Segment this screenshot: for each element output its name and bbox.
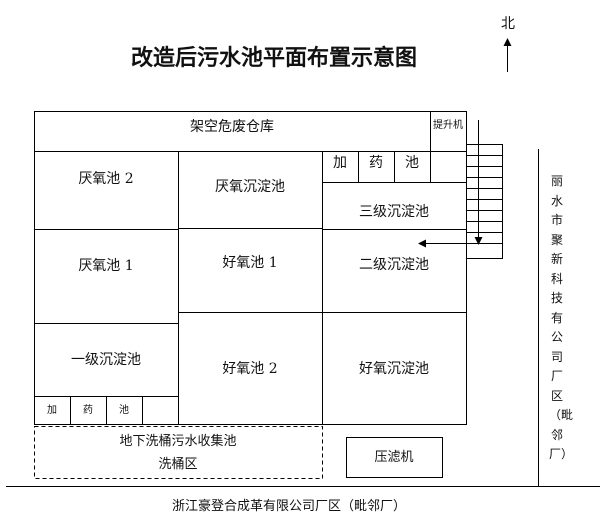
dosing-top-char-3: 池 <box>405 155 419 171</box>
flow-arrow-head <box>418 239 426 248</box>
neighbor-label: 丽水市聚新科技有公司厂区（毗邻厂） <box>549 174 574 461</box>
dosing-top-char-1: 加 <box>333 155 347 171</box>
lift-arrow-head <box>474 237 483 245</box>
anaerobic-2-label: 厌氧池 2 <box>78 171 134 187</box>
filter-press-outline <box>346 437 443 478</box>
primary-settling-label: 一级沉淀池 <box>71 352 141 368</box>
lift-label: 提升机 <box>433 120 463 131</box>
underground-tank-label: 地下洗桶污水收集池 <box>119 433 237 449</box>
secondary-settling-label: 二级沉淀池 <box>359 257 429 273</box>
tertiary-settling-label: 三级沉淀池 <box>359 204 429 220</box>
building-outline <box>34 111 467 425</box>
north-label: 北 <box>501 16 515 32</box>
dosing-bottom-char-1: 加 <box>47 404 57 416</box>
filter-press-label: 压滤机 <box>374 449 414 465</box>
underground-tank-outline <box>34 426 323 479</box>
barrel-area-label: 洗桶区 <box>158 456 198 472</box>
aerobic-settling-label: 好氧沉淀池 <box>359 360 429 377</box>
dosing-top-char-2: 药 <box>369 155 383 171</box>
anaerobic-settling-label: 厌氧沉淀池 <box>215 179 285 195</box>
aerobic-1-label: 好氧池 1 <box>222 255 278 271</box>
dosing-bottom-char-2: 药 <box>83 404 93 416</box>
anaerobic-1-label: 厌氧池 1 <box>78 258 134 274</box>
storage-label: 架空危废仓库 <box>190 119 274 135</box>
page-title: 改造后污水池平面布置示意图 <box>130 45 417 71</box>
dosing-bottom-char-3: 池 <box>119 404 129 416</box>
aerobic-2-label: 好氧池 2 <box>222 360 278 377</box>
north-arrow-head <box>503 38 512 46</box>
bottom-neighbor-label: 浙江豪登合成革有限公司厂区（毗邻厂） <box>171 498 406 514</box>
